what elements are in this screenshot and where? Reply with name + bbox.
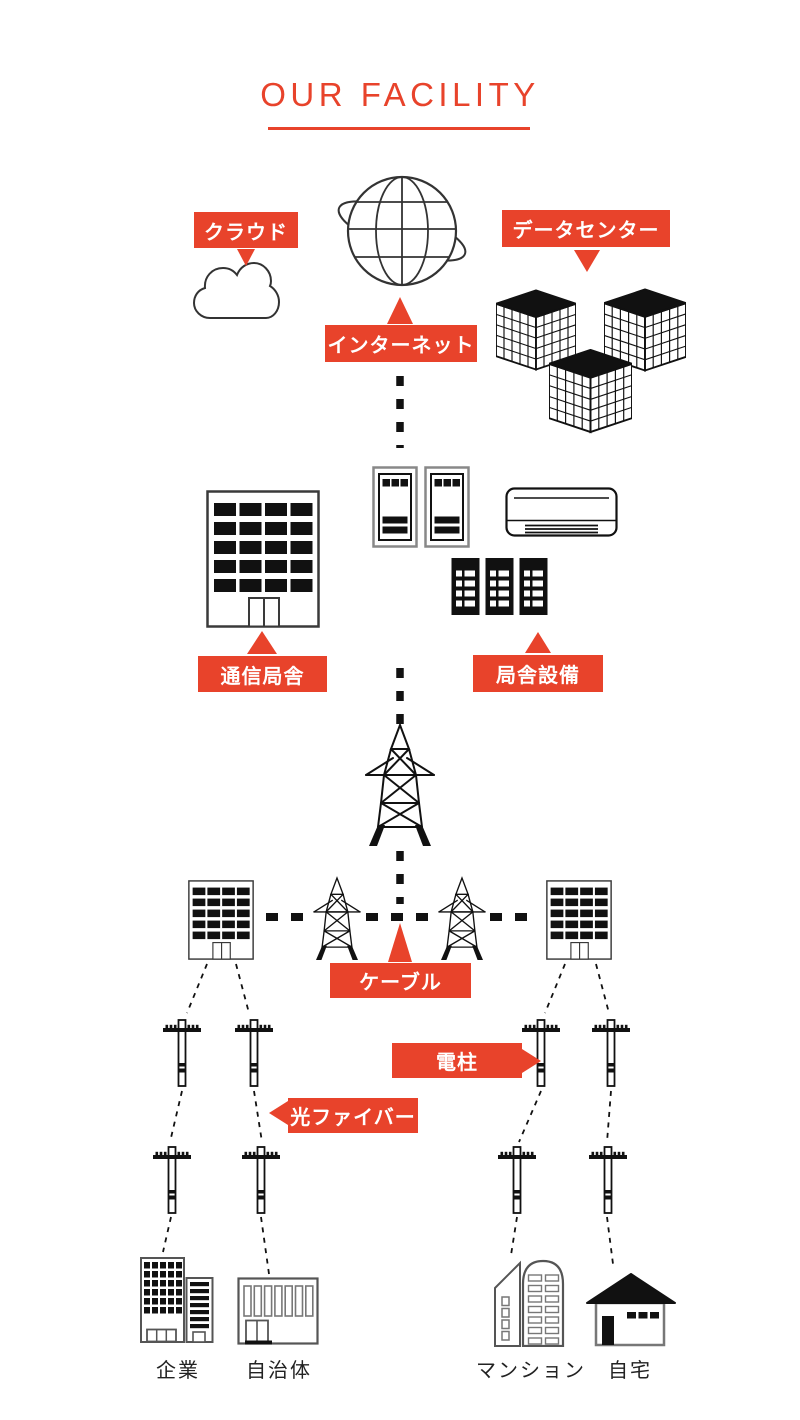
central-office-arrow-up-icon xyxy=(247,631,277,654)
station-equipment-arrow-up-icon xyxy=(525,632,551,653)
cloud-tag: クラウド xyxy=(194,212,298,248)
server-rack-icon xyxy=(451,558,480,615)
optical-fiber-tag: 光ファイバー xyxy=(288,1098,418,1133)
apartment-caption: マンション xyxy=(476,1360,586,1382)
cable-tag: ケーブル xyxy=(330,963,471,998)
utility-pole-icon xyxy=(497,1146,537,1214)
station-equipment-tag: 局舎設備 xyxy=(473,655,603,692)
air-conditioner-icon xyxy=(505,487,618,537)
transmission-tower-icon xyxy=(365,724,435,846)
cloud-icon xyxy=(193,262,280,319)
connector-lines xyxy=(162,376,614,1275)
utility-pole-icon xyxy=(152,1146,192,1214)
datacenter-arrow-down-icon xyxy=(574,250,600,272)
utility-pole-tag: 電柱 xyxy=(392,1043,522,1078)
company-building-icon xyxy=(140,1257,214,1343)
server-rack-icon xyxy=(519,558,548,615)
relay-office-building-icon xyxy=(546,880,612,960)
company-caption: 企業 xyxy=(156,1360,200,1382)
datacenter-building-icon xyxy=(496,289,576,371)
house-icon xyxy=(585,1272,677,1347)
apartment-building-icon xyxy=(493,1259,565,1347)
utility-pole-icon xyxy=(162,1019,202,1087)
internet-tag: インターネット xyxy=(325,325,477,362)
municipality-building-icon xyxy=(237,1277,319,1345)
municipality-caption: 自治体 xyxy=(246,1360,312,1382)
utility-pole-icon xyxy=(234,1019,274,1087)
home-caption: 自宅 xyxy=(608,1360,652,1382)
central-office-tag: 通信局舎 xyxy=(198,656,327,692)
page-title: OUR FACILITY xyxy=(260,76,540,113)
title-underline xyxy=(268,127,530,130)
transmission-tower-icon xyxy=(438,877,486,960)
server-cabinet-icon xyxy=(424,466,470,548)
utility-pole-icon xyxy=(591,1019,631,1087)
utility-pole-arrow-right-icon xyxy=(522,1049,541,1073)
utility-pole-icon xyxy=(241,1146,281,1214)
datacenter-building-icon xyxy=(549,348,632,434)
utility-pole-icon xyxy=(588,1146,628,1214)
cloud-arrow-down-icon xyxy=(237,249,255,266)
datacenter-tag: データセンター xyxy=(502,210,670,247)
cable-arrow-up-icon xyxy=(388,923,412,962)
relay-office-building-icon xyxy=(188,880,254,960)
internet-arrow-up-icon xyxy=(387,297,413,324)
internet-globe-icon xyxy=(331,175,473,287)
transmission-tower-icon xyxy=(313,877,361,960)
server-rack-icon xyxy=(485,558,514,615)
central-office-building-icon xyxy=(206,490,320,628)
server-cabinet-icon xyxy=(372,466,418,548)
optical-fiber-arrow-left-icon xyxy=(269,1101,288,1125)
